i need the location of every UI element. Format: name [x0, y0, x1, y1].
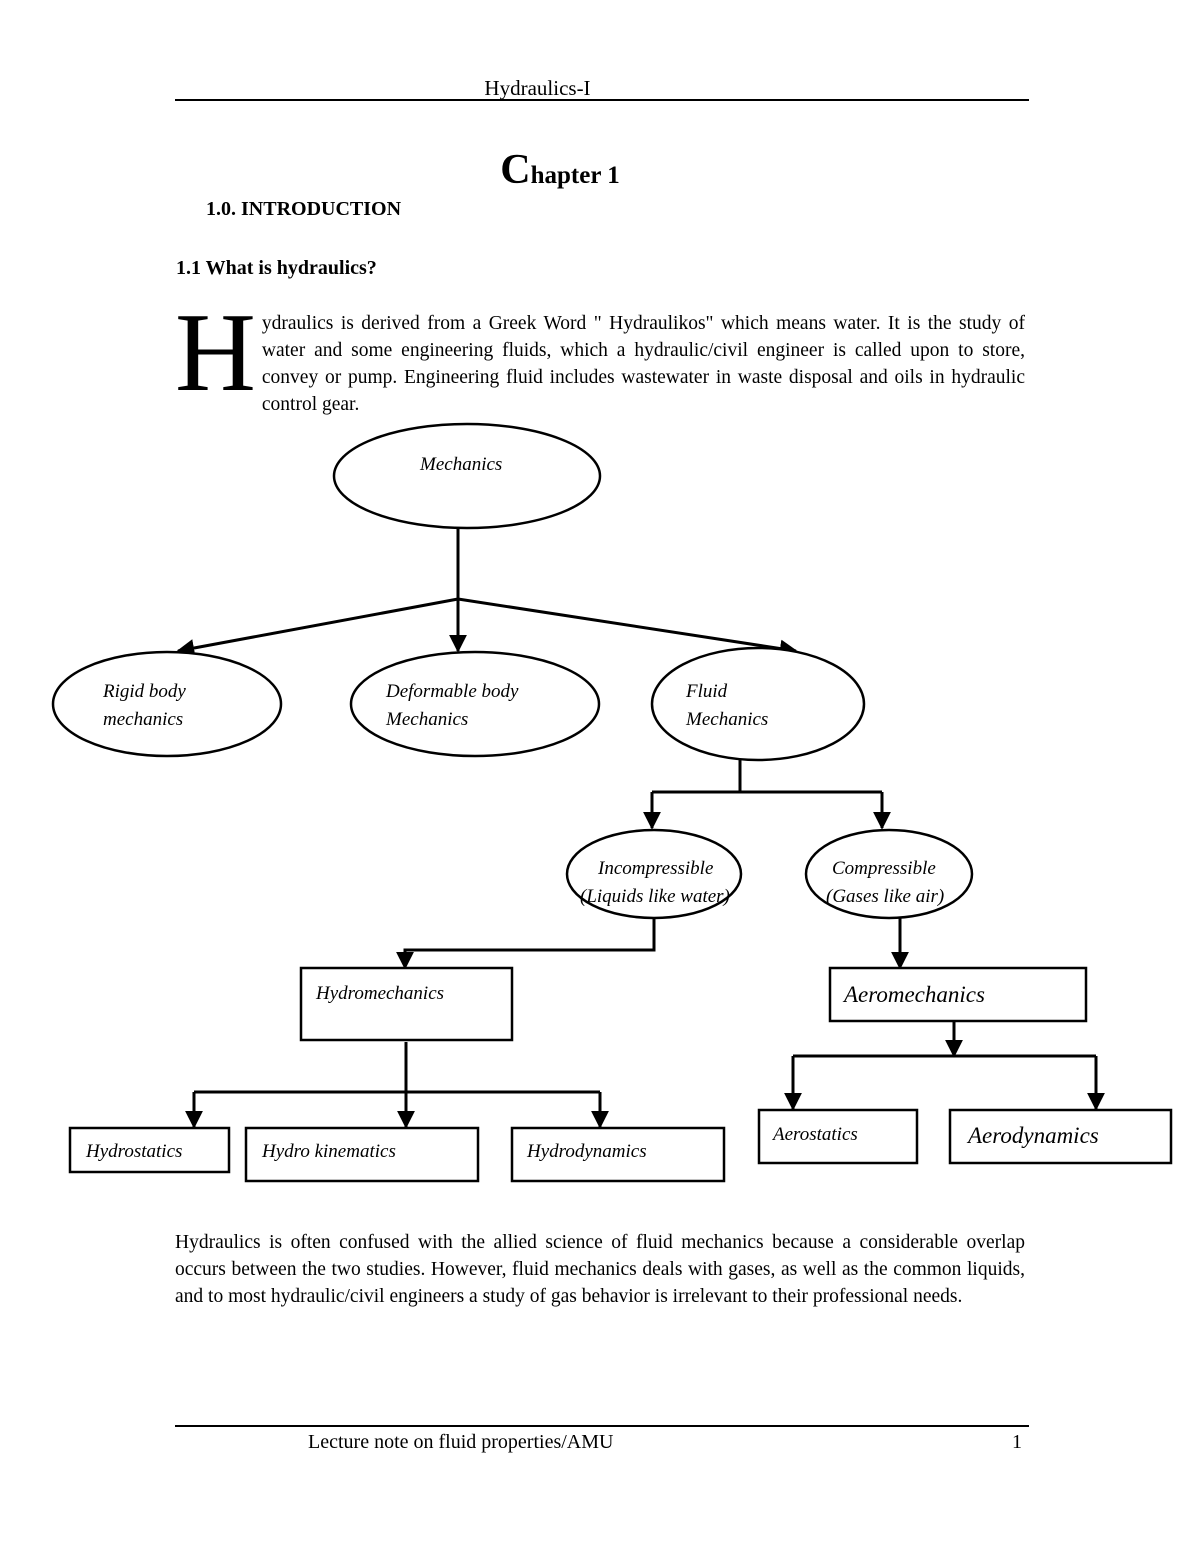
label-hydrodynamics: Hydrodynamics	[526, 1141, 647, 1162]
section-heading-introduction: 1.0. INTRODUCTION	[206, 198, 402, 220]
node-aeromechanics-box	[828, 966, 1088, 1023]
chapter-title-rest: hapter 1	[530, 162, 620, 189]
node-deformable-body-ellipse	[349, 650, 601, 758]
header-rule	[175, 99, 1029, 101]
label-hydro-kinematics: Hydro kinematics	[261, 1141, 396, 1162]
node-hydrodynamics-box	[510, 1126, 726, 1183]
node-aerostatics-box	[757, 1108, 919, 1165]
node-fluid-mechanics-ellipse	[650, 646, 866, 762]
footer-text: Lecture note on fluid properties/AMU	[308, 1431, 614, 1453]
label-hydromechanics: Hydromechanics	[315, 983, 444, 1004]
arrow-to-rigid-body	[176, 597, 459, 657]
chapter-initial: C	[500, 147, 531, 193]
node-hydromechanics-box	[299, 966, 514, 1042]
drop-cap: H	[175, 291, 256, 415]
page-header-title: Hydraulics-I	[484, 76, 591, 100]
label-mechanics: Mechanics	[419, 454, 502, 475]
arrow-to-fluid-mechanics	[457, 597, 798, 658]
node-hydro-kinematics-box	[244, 1126, 480, 1183]
label-deformable-body-line2: Mechanics	[385, 709, 468, 730]
arrow-to-hydromechanics	[396, 918, 656, 970]
label-hydrostatics: Hydrostatics	[85, 1141, 182, 1162]
intro-paragraph-text: ydraulics is derived from a Greek Word "…	[261, 313, 1025, 415]
node-hydrostatics-box	[68, 1126, 231, 1174]
label-aerodynamics: Aerodynamics	[966, 1123, 1099, 1148]
label-incompressible-line1: Incompressible	[597, 858, 713, 879]
footer-rule	[175, 1425, 1029, 1427]
node-rigid-body-ellipse	[51, 650, 283, 758]
label-incompressible-line2: (Liquids like water)	[580, 886, 730, 907]
label-fluid-mechanics-line2: Mechanics	[685, 709, 768, 730]
label-rigid-body-line1: Rigid body	[102, 681, 186, 702]
label-aerostatics: Aerostatics	[771, 1124, 858, 1145]
label-compressible-line1: Compressible	[832, 858, 936, 879]
chapter-title: Chapter 1	[0, 146, 1120, 194]
section-heading-what-is-hydraulics: 1.1 What is hydraulics?	[176, 257, 377, 279]
node-aerodynamics-box	[948, 1108, 1173, 1165]
node-compressible-ellipse	[804, 828, 974, 920]
label-fluid-mechanics-line1: Fluid	[685, 681, 728, 702]
label-rigid-body-line2: mechanics	[103, 709, 183, 730]
node-mechanics-ellipse	[332, 422, 602, 530]
label-compressible-line2: (Gases like air)	[826, 886, 944, 907]
page-number: 1	[1012, 1431, 1022, 1453]
body-paragraph-fluid-mechanics: Hydraulics is often confused with the al…	[175, 1232, 1025, 1307]
label-aeromechanics: Aeromechanics	[842, 982, 985, 1007]
node-incompressible-ellipse	[565, 828, 743, 920]
label-deformable-body-line1: Deformable body	[385, 681, 519, 702]
